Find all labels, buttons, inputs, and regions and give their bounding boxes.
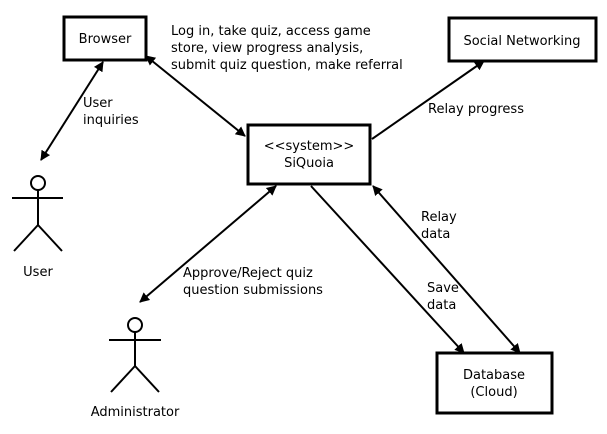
edge-admin-system bbox=[139, 185, 277, 303]
administrator-actor-label: Administrator bbox=[91, 405, 180, 420]
edge-label-line: Relay progress bbox=[428, 102, 524, 117]
edge-system-social bbox=[371, 60, 485, 140]
edge-label-line: data bbox=[427, 298, 456, 313]
db-system-edge-label: Relay data bbox=[421, 210, 457, 242]
system-name-label: SiQuoia bbox=[284, 156, 334, 171]
user-actor: User bbox=[12, 175, 63, 280]
edge-label-line: inquiries bbox=[83, 113, 139, 128]
edge-label-line: data bbox=[421, 227, 450, 242]
database-label-line1: Database bbox=[463, 368, 525, 383]
system-stereotype-label: <<system>> bbox=[264, 139, 355, 154]
admin-system-edge-label: Approve/Reject quiz question submissions bbox=[183, 266, 323, 298]
administrator-actor: Administrator bbox=[91, 317, 180, 420]
system-social-edge-label: Relay progress bbox=[428, 102, 524, 117]
edge-browser-system bbox=[145, 55, 246, 137]
edge-label-line: Relay bbox=[421, 210, 457, 225]
edge-label-line: Approve/Reject quiz bbox=[183, 266, 313, 281]
edge-label-line: submit quiz question, make referral bbox=[171, 58, 403, 73]
database-label-line2: (Cloud) bbox=[470, 385, 517, 400]
edge-label-line: User bbox=[83, 96, 113, 111]
edge-user-browser bbox=[40, 61, 104, 161]
edge-label-line: question submissions bbox=[183, 283, 323, 298]
database-node: Database (Cloud) bbox=[435, 351, 554, 415]
browser-system-edge-label: Log in, take quiz, access game store, vi… bbox=[171, 24, 403, 73]
edge-label-line: Save bbox=[427, 281, 459, 296]
edge-label-line: store, view progress analysis, bbox=[171, 41, 363, 56]
system-db-edge-label: Save data bbox=[427, 281, 459, 313]
edge-label-line: Log in, take quiz, access game bbox=[171, 24, 371, 39]
user-actor-label: User bbox=[23, 265, 53, 280]
browser-node: Browser bbox=[62, 15, 148, 62]
browser-label: Browser bbox=[79, 32, 132, 47]
social-networking-label: Social Networking bbox=[463, 34, 580, 49]
user-browser-edge-label: User inquiries bbox=[83, 96, 139, 128]
edge-db-system bbox=[372, 185, 521, 354]
system-node: <<system>> SiQuoia bbox=[246, 123, 372, 186]
social-networking-node: Social Networking bbox=[447, 16, 598, 63]
